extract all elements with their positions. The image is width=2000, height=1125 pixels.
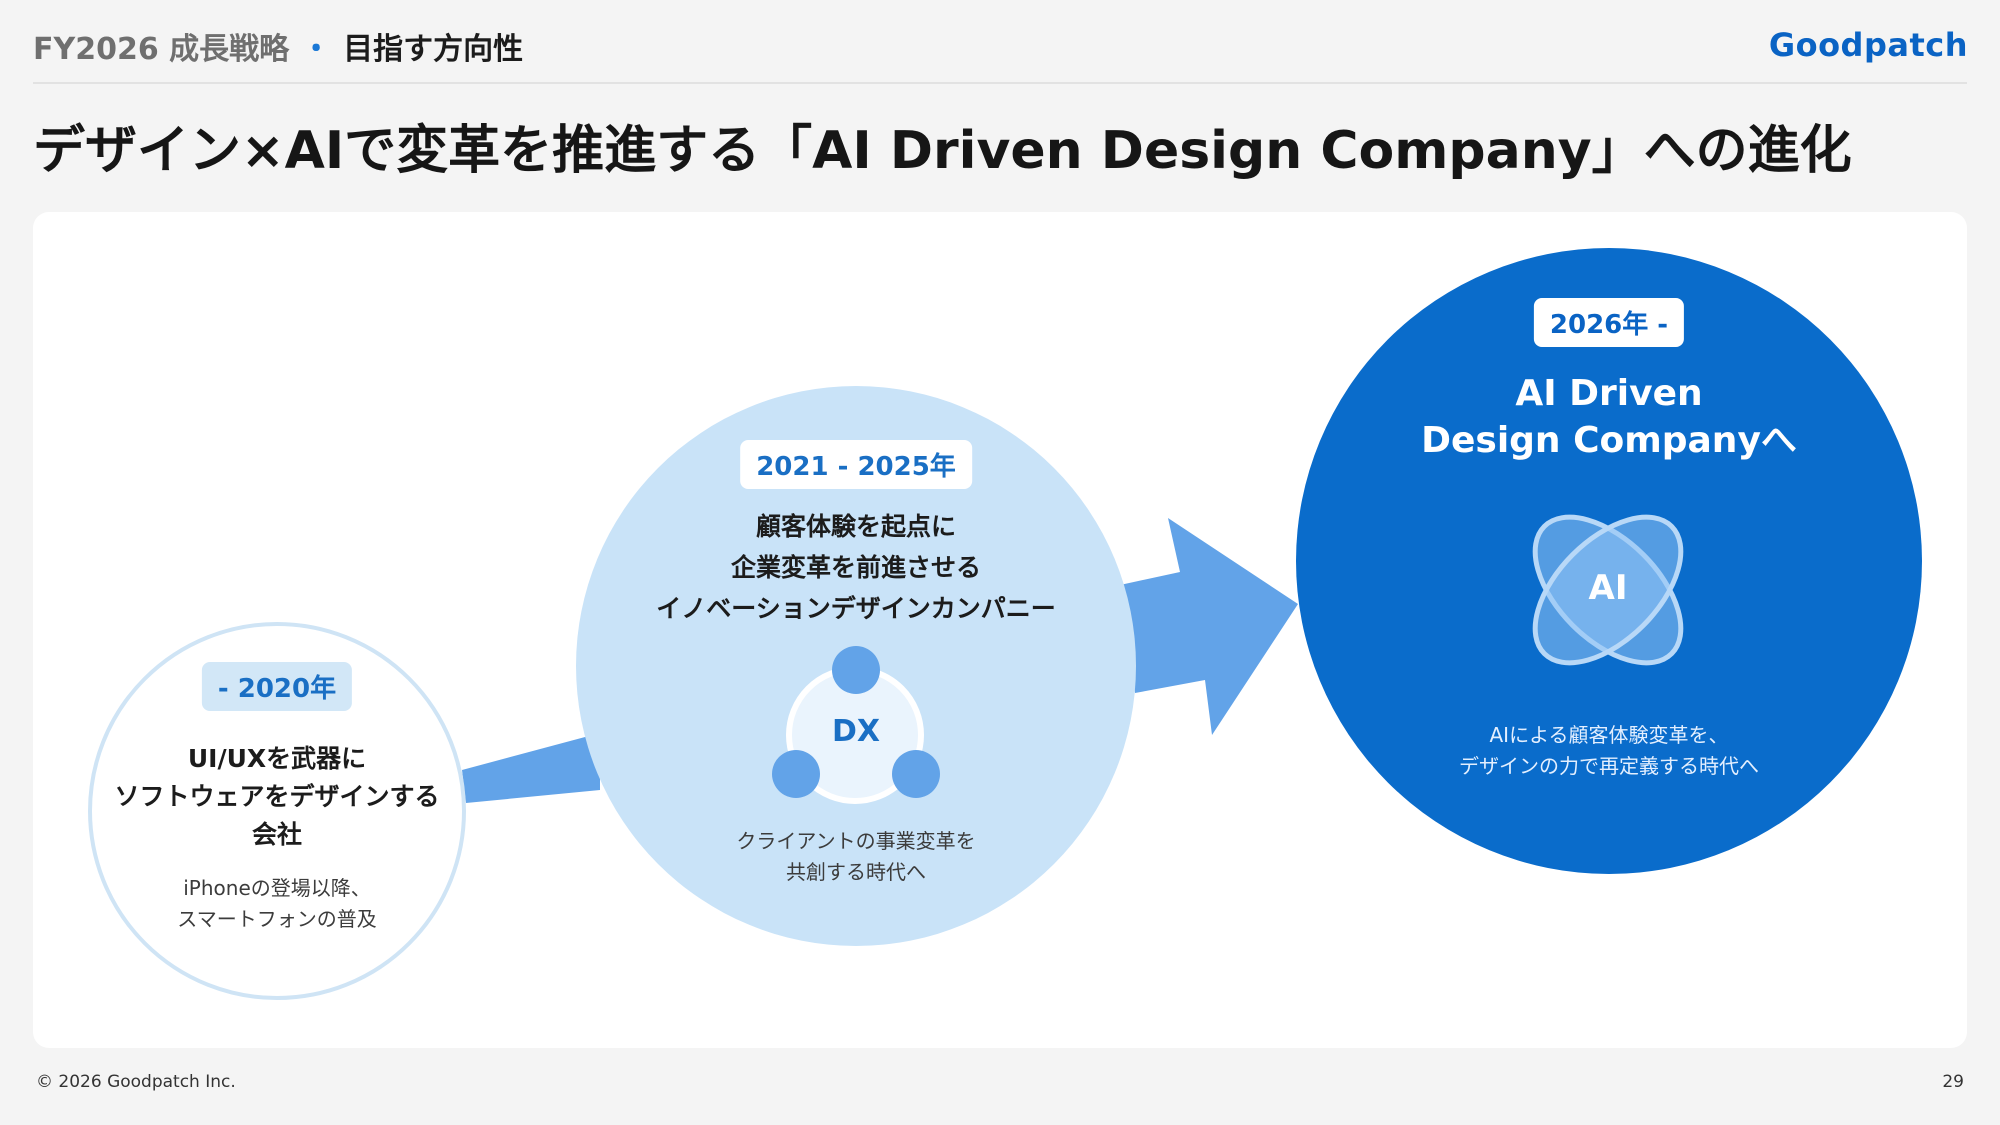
- dx-node-left-icon: [772, 750, 820, 798]
- breadcrumb: FY2026 成長戦略 ・ 目指す方向性: [33, 24, 523, 68]
- desc-line: AIによる顧客体験変革を、: [1489, 723, 1729, 747]
- dx-node-top-icon: [832, 646, 880, 694]
- heading-line: 顧客体験を起点に: [755, 512, 957, 541]
- desc-line: スマートフォンの普及: [177, 907, 377, 931]
- heading-line: イノベーションデザインカンパニー: [656, 594, 1056, 623]
- subsection-label: 目指す方向性: [343, 32, 524, 67]
- ai-petals-icon: [1532, 514, 1684, 666]
- arrow-stage1-to-stage2: [462, 733, 600, 803]
- page-number: 29: [1942, 1072, 1964, 1092]
- dx-label: DX: [831, 714, 881, 749]
- dx-node-right-icon: [892, 750, 940, 798]
- stage-heading-2020: UI/UXを武器に ソフトウェアをデザインする 会社: [114, 740, 439, 854]
- heading-line: UI/UXを武器に: [187, 744, 367, 773]
- period-badge-2021-2025: 2021 - 2025年: [740, 440, 972, 489]
- arrow-stage2-to-stage3: [1120, 518, 1298, 735]
- stage-heading-2026: AI Driven Design Companyへ: [1421, 370, 1797, 464]
- stage-heading-2021-2025: 顧客体験を起点に 企業変革を前進させる イノベーションデザインカンパニー: [656, 506, 1056, 629]
- heading-line: ソフトウェアをデザインする: [114, 782, 440, 811]
- header-divider: [33, 82, 1967, 84]
- heading-line: 会社: [251, 820, 303, 849]
- stage-description-2020: iPhoneの登場以降、 スマートフォンの普及: [177, 873, 376, 935]
- period-badge-2026: 2026年 -: [1533, 298, 1685, 347]
- section-label: FY2026 成長戦略: [33, 32, 290, 67]
- ai-label: AI: [1588, 568, 1628, 608]
- desc-line: クライアントの事業変革を: [736, 829, 976, 853]
- desc-line: デザインの力で再定義する時代へ: [1459, 754, 1759, 778]
- ai-orbit-icon: AI: [1508, 490, 1708, 690]
- desc-line: 共創する時代へ: [785, 860, 926, 884]
- company-logo: Goodpatch: [1768, 26, 1968, 64]
- period-badge-2020: - 2020年: [201, 662, 353, 711]
- copyright-text: © 2026 Goodpatch Inc.: [36, 1072, 236, 1092]
- stage-description-2026: AIによる顧客体験変革を、 デザインの力で再定義する時代へ: [1459, 720, 1759, 782]
- dx-cycle-icon: DX: [770, 642, 942, 814]
- desc-line: iPhoneの登場以降、: [183, 876, 371, 900]
- stage-description-2021-2025: クライアントの事業変革を 共創する時代へ: [736, 826, 975, 888]
- heading-line: Design Companyへ: [1421, 420, 1797, 461]
- heading-line: 企業変革を前進させる: [730, 553, 982, 582]
- breadcrumb-separator: ・: [301, 32, 332, 67]
- page-title: デザイン×AIで変革を推進する「AI Driven Design Company…: [33, 121, 1852, 181]
- heading-line: AI Driven: [1515, 373, 1703, 414]
